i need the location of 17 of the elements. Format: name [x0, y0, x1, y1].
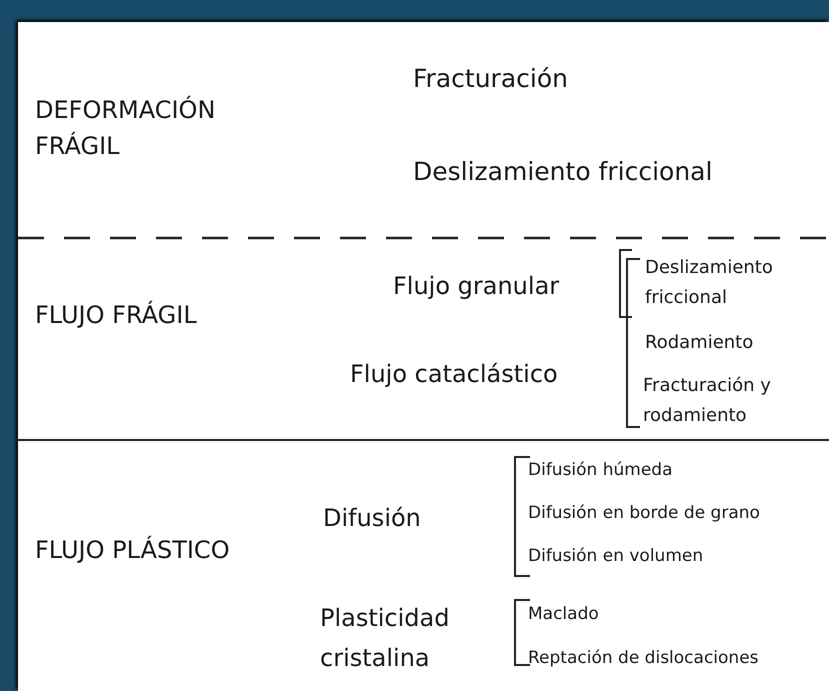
section-heading: FLUJO PLÁSTICO [35, 534, 231, 566]
process-label: Deslizamiento friccional [413, 157, 712, 187]
mechanism-label: Difusión [323, 503, 421, 533]
submechanism-label: Difusión en volumen [528, 545, 704, 568]
submechanism-label: Rodamiento [645, 331, 754, 355]
submechanism-label: Fracturación y rodamiento [643, 374, 772, 428]
submechanism-label: Deslizamiento friccional [645, 256, 774, 310]
submechanism-label: Difusión en borde de grano [528, 502, 760, 525]
process-label: Fracturación [413, 64, 568, 94]
submechanism-label: Maclado [528, 603, 599, 626]
mechanism-label: Flujo cataclástico [350, 359, 558, 389]
submechanism-label: Difusión húmeda [528, 459, 673, 482]
section-heading: FLUJO FRÁGIL [35, 300, 198, 331]
mechanism-label: Plasticidad cristalina [320, 603, 450, 674]
submechanism-label: Reptación de dislocaciones [528, 647, 759, 670]
section-heading: DEFORMACIÓN FRÁGIL [35, 94, 216, 162]
mechanism-label: Flujo granular [393, 271, 560, 301]
